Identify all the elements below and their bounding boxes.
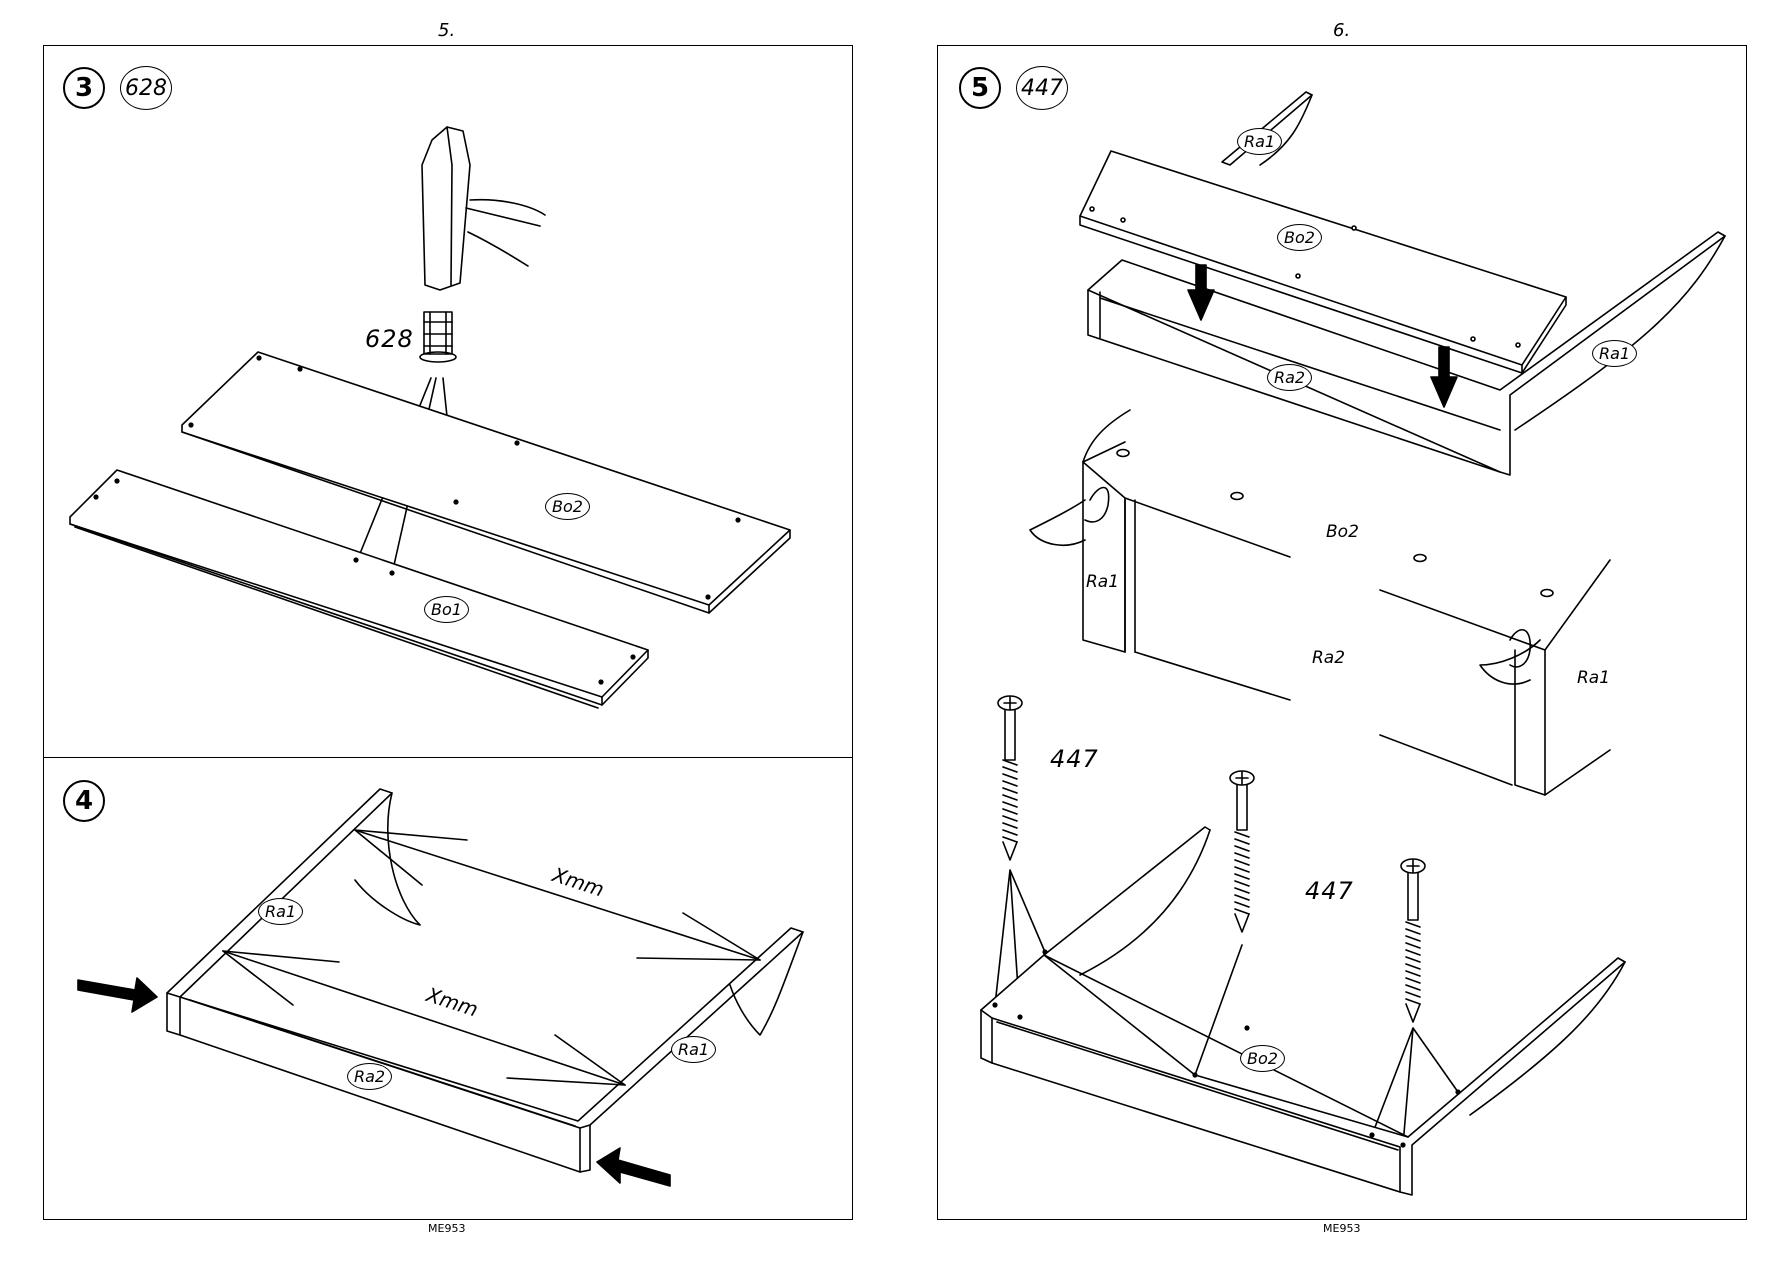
page-number-right: 6. — [1333, 20, 1351, 41]
footer-code-right: ME953 — [1323, 1222, 1361, 1235]
hammer-illustration — [421, 126, 546, 291]
step-4-badge: 4 — [63, 780, 105, 822]
detail-corner-step5 — [1029, 409, 1611, 796]
step-divider — [43, 757, 853, 758]
cam-fitting-label: 628 — [365, 325, 414, 353]
step-5-part-badge: 447 — [1016, 66, 1068, 110]
board-bo2 — [181, 351, 791, 614]
screw-illustrations — [994, 695, 1459, 1146]
front-ra2-label: Ra2 — [347, 1063, 393, 1090]
bottom-frame-holes — [992, 949, 1461, 1148]
bottom-bo2-label: Bo2 — [1240, 1045, 1285, 1072]
down-arrows-step5 — [1187, 264, 1458, 408]
detail-bo2-label: Bo2 — [1326, 522, 1359, 542]
top-ra2-label: Ra2 — [1267, 364, 1313, 391]
top-frame-step5 — [1079, 91, 1726, 476]
board-bo2-label: Bo2 — [545, 493, 590, 520]
step-3-badge: 3 — [63, 67, 105, 109]
screw-label-right: 447 — [1305, 877, 1354, 905]
board-bo1 — [69, 469, 649, 709]
top-frame-holes — [1089, 206, 1521, 348]
step-5-badge: 5 — [959, 67, 1001, 109]
top-ra1-label: Ra1 — [1237, 128, 1283, 155]
page-number-left: 5. — [438, 20, 456, 41]
screw-left — [994, 695, 1046, 1019]
right-page-frame — [937, 45, 1747, 1220]
board-holes — [93, 355, 741, 685]
left-page-frame — [43, 45, 853, 1220]
screw-middle — [1194, 770, 1255, 1076]
screw-label-left: 447 — [1050, 745, 1099, 773]
screw-right — [1371, 858, 1459, 1146]
detail-ra2-label: Ra2 — [1312, 648, 1346, 668]
step-3-part-badge: 628 — [120, 66, 172, 110]
detail-ra1-left-label: Ra1 — [1086, 572, 1120, 592]
footer-code-left: ME953 — [428, 1222, 466, 1235]
detail-ra1-right-label: Ra1 — [1577, 668, 1611, 688]
side-ra1-left-label: Ra1 — [258, 898, 304, 925]
frame-assembly-step4 — [166, 788, 804, 1173]
push-arrows-step4 — [77, 977, 671, 1187]
board-bo1-label: Bo1 — [424, 596, 469, 623]
top-bo2-label: Bo2 — [1277, 224, 1322, 251]
top-ra1-right-label: Ra1 — [1592, 340, 1638, 367]
side-ra1-right-label: Ra1 — [671, 1036, 717, 1063]
bottom-frame-step5 — [980, 826, 1626, 1196]
